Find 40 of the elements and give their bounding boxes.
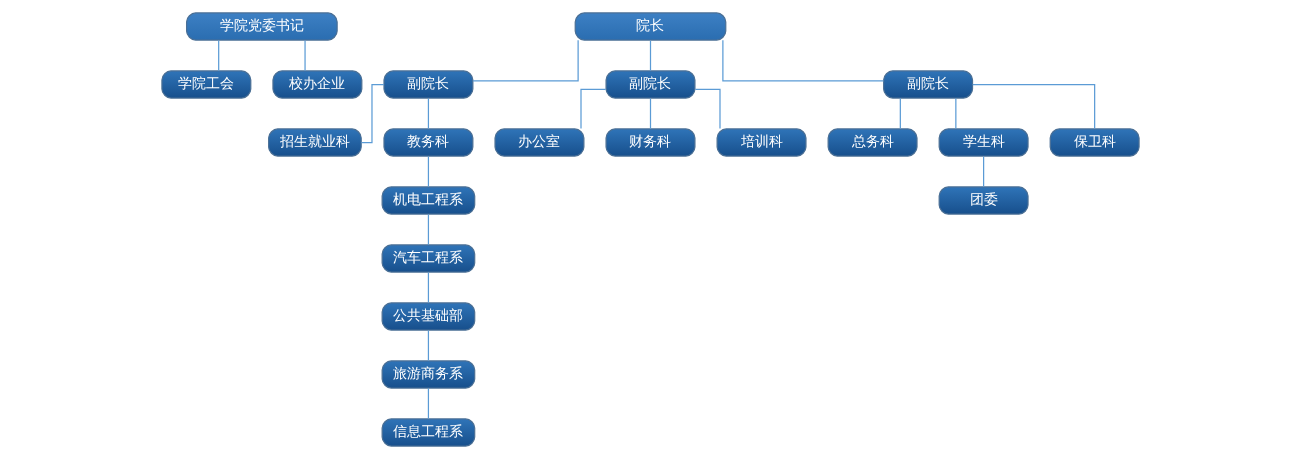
node-box: 汽车工程系 xyxy=(381,244,475,273)
connector xyxy=(427,155,429,188)
connector xyxy=(427,213,429,246)
node-box: 校办企业 xyxy=(271,70,362,99)
connector xyxy=(360,83,385,144)
connector xyxy=(427,329,429,362)
connector xyxy=(694,88,721,130)
node-box: 公共基础部 xyxy=(381,302,475,331)
connector xyxy=(982,155,984,188)
connector xyxy=(217,39,219,72)
node-box: 培训科 xyxy=(716,128,807,157)
node-box: 信息工程系 xyxy=(381,418,475,447)
connector xyxy=(427,387,429,420)
node-box: 总务科 xyxy=(827,128,918,157)
connector xyxy=(579,88,606,130)
node-box: 副院长 xyxy=(882,70,973,99)
connector xyxy=(303,39,306,72)
node-box: 学生科 xyxy=(938,128,1029,157)
node-box: 机电工程系 xyxy=(381,186,475,215)
connector xyxy=(721,39,884,82)
connector xyxy=(899,97,901,130)
connector xyxy=(471,39,579,82)
node-box: 办公室 xyxy=(493,128,584,157)
node-box: 教务科 xyxy=(382,128,473,157)
connector xyxy=(971,83,1095,130)
connector xyxy=(427,97,429,130)
node-box: 院长 xyxy=(574,12,726,41)
node-box: 学院工会 xyxy=(160,70,251,99)
node-box: 副院长 xyxy=(604,70,696,99)
connector xyxy=(427,271,429,304)
node-box: 学院党委书记 xyxy=(185,12,338,41)
node-box: 保卫科 xyxy=(1049,128,1140,157)
node-box: 旅游商务系 xyxy=(381,360,475,389)
connector xyxy=(649,97,651,130)
node-box: 团委 xyxy=(938,186,1029,215)
node-box: 财务科 xyxy=(604,128,696,157)
node-box: 招生就业科 xyxy=(267,128,362,157)
connector xyxy=(954,97,956,130)
node-box: 副院长 xyxy=(382,70,473,99)
connector xyxy=(649,39,651,72)
